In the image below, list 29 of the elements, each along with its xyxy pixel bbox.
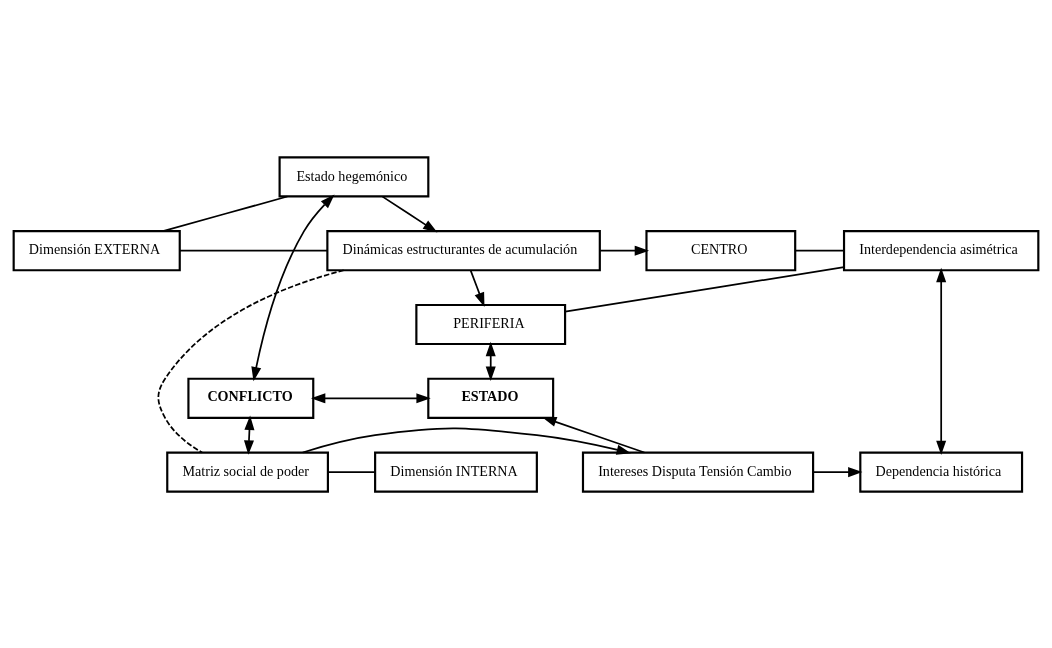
arrow	[936, 267, 947, 455]
node-box: Dependencia histórica	[859, 451, 1024, 493]
node-box: Dimensión INTERNA	[374, 451, 538, 493]
connector	[178, 249, 329, 252]
arrow	[381, 195, 438, 232]
connector	[157, 268, 345, 453]
arrow	[243, 415, 255, 455]
arrow	[311, 392, 431, 403]
arrow	[599, 245, 650, 256]
arrow	[251, 194, 335, 381]
arrow	[469, 269, 485, 307]
node-box: CENTRO	[645, 229, 797, 271]
connector	[162, 195, 289, 232]
node-box: Intereses Disputa Tensión Cambio	[581, 451, 815, 493]
connector	[564, 265, 845, 312]
node-box: Dinámicas estructurantes de acumulación	[326, 229, 601, 271]
node-box: PERIFERIA	[415, 303, 567, 345]
node-box: Interdependencia asimétrica	[842, 229, 1040, 271]
node-box: Matriz social de poder	[166, 451, 329, 493]
arrow	[301, 427, 631, 455]
node-box: CONFLICTO	[187, 377, 315, 419]
connector	[794, 249, 845, 252]
arrow	[485, 341, 496, 381]
node-box: Dimensión EXTERNA	[12, 229, 181, 271]
connector	[327, 470, 376, 473]
arrow	[542, 416, 646, 453]
node-box: ESTADO	[427, 377, 555, 419]
node-box: Estado hegemónico	[278, 155, 430, 197]
arrow	[812, 466, 863, 477]
